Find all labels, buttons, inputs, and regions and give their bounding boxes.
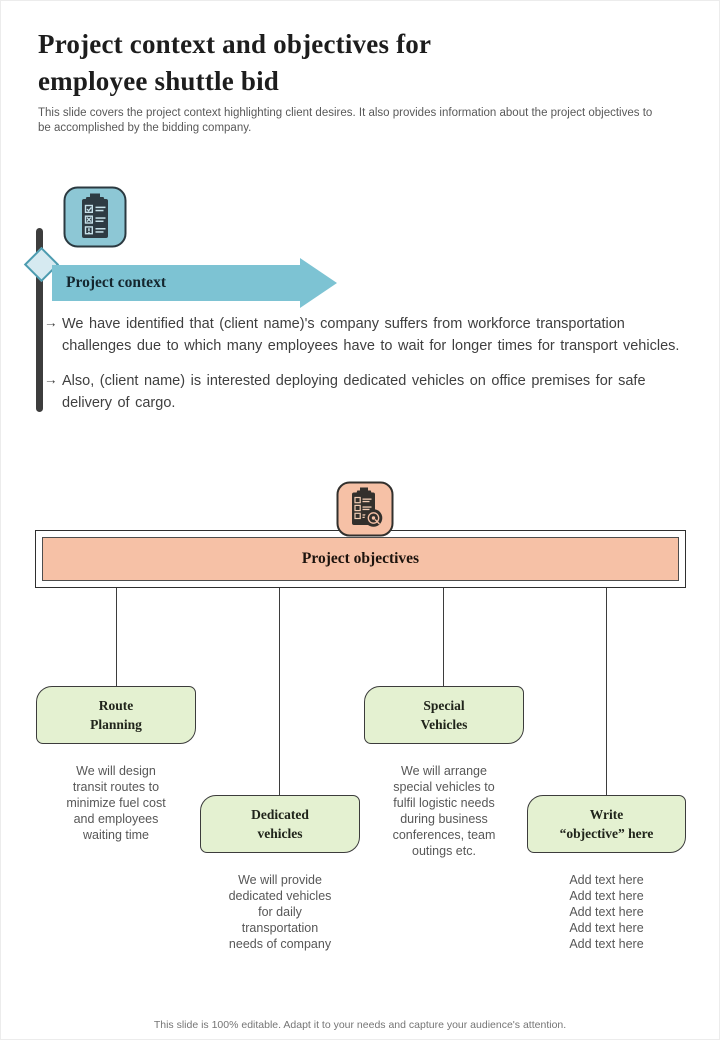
page-subtitle: This slide covers the project context hi…	[38, 107, 653, 134]
context-bullet-2-text: Also, (client name) is interested deploy…	[62, 373, 646, 411]
arrow-bullet-icon: →	[44, 372, 58, 387]
checklist-clipboard-icon	[63, 186, 127, 248]
objective-node-dedicated-vehicles: Dedicated vehicles	[200, 795, 360, 853]
context-bullet-1-text: We have identified that (client name)'s …	[62, 316, 680, 354]
connector-line	[116, 588, 117, 686]
objective-node-write-objective: Write “objective” here	[527, 795, 686, 853]
clipboard-target-icon	[336, 481, 394, 537]
context-bullet-1: → We have identified that (client name)'…	[44, 314, 689, 357]
page-title: Project context and objectives for emplo…	[38, 29, 432, 96]
connector-line	[279, 588, 280, 795]
objectives-banner: Project objectives	[35, 530, 686, 588]
objective-description-special-vehicles: We will arrange special vehicles to fulf…	[392, 764, 496, 858]
connector-line	[443, 588, 444, 686]
slide-footer-note: This slide is 100% editable. Adapt it to…	[153, 1019, 567, 1031]
context-bullet-2: → Also, (client name) is interested depl…	[44, 371, 689, 414]
timeline-line	[36, 228, 43, 412]
context-banner-arrow-shape	[52, 258, 337, 308]
objective-node-route-planning: Route Planning	[36, 686, 196, 744]
connector-line	[606, 588, 607, 795]
objective-description-route-planning: We will design transit routes to minimiz…	[66, 764, 166, 842]
objectives-banner-label: Project objectives	[42, 537, 679, 581]
objective-description-dedicated-vehicles: We will provide dedicated vehicles for d…	[228, 873, 332, 951]
arrow-bullet-icon: →	[44, 315, 58, 330]
context-banner-label: Project context	[66, 274, 166, 291]
objective-description-placeholder: Add text here Add text here Add text her…	[569, 873, 644, 951]
objective-node-special-vehicles: Special Vehicles	[364, 686, 524, 744]
